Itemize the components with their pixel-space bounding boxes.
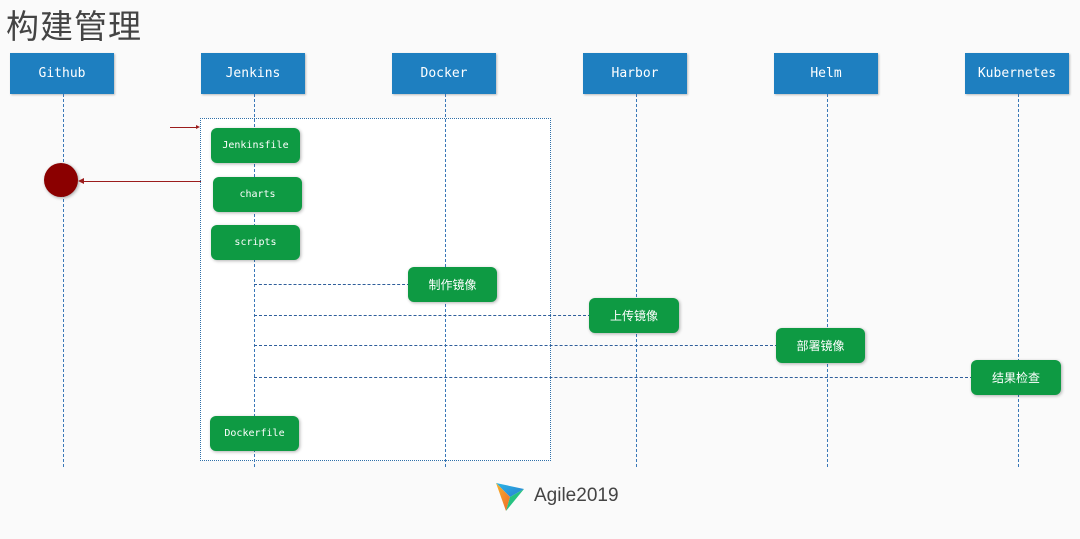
scripts-box: scripts: [211, 225, 300, 260]
deploy-image-box: 部署镜像: [776, 328, 865, 363]
jenkins-frame: [200, 118, 551, 461]
brand-name: Agile2019: [534, 485, 619, 506]
lane-header-jenkins: Jenkins: [201, 53, 305, 94]
lane-header-docker: Docker: [392, 53, 496, 94]
agile-triangle-logo-icon: [496, 483, 524, 511]
build-image-box: 制作镜像: [408, 267, 497, 302]
lane-header-helm: Helm: [774, 53, 878, 94]
lane-header-kubernetes: Kubernetes: [965, 53, 1069, 94]
check-result-box: 结果检查: [971, 360, 1061, 395]
lifeline-github: [63, 94, 64, 467]
message-line-build: [254, 284, 410, 285]
lifeline-kubernetes: [1018, 94, 1019, 467]
charts-box: charts: [213, 177, 302, 212]
lane-header-harbor: Harbor: [583, 53, 687, 94]
dockerfile-box: Dockerfile: [210, 416, 299, 451]
brand-logo: Agile2019: [494, 478, 619, 514]
lifeline-helm: [827, 94, 828, 467]
fetch-arrow-line: [82, 181, 201, 182]
jenkinsfile-box: Jenkinsfile: [211, 128, 300, 163]
upload-image-box: 上传镜像: [589, 298, 679, 333]
github-source-circle: [44, 163, 78, 197]
lane-header-github: Github: [10, 53, 114, 94]
message-line-upload: [254, 315, 591, 316]
page-title: 构建管理: [6, 7, 142, 46]
entry-arrow-line: [170, 127, 196, 128]
message-line-deploy: [254, 345, 778, 346]
lifeline-jenkins: [254, 94, 255, 467]
fetch-arrow-head: [78, 178, 84, 184]
message-line-check: [254, 377, 973, 378]
lifeline-harbor: [636, 94, 637, 467]
entry-arrow-head: [196, 125, 200, 129]
